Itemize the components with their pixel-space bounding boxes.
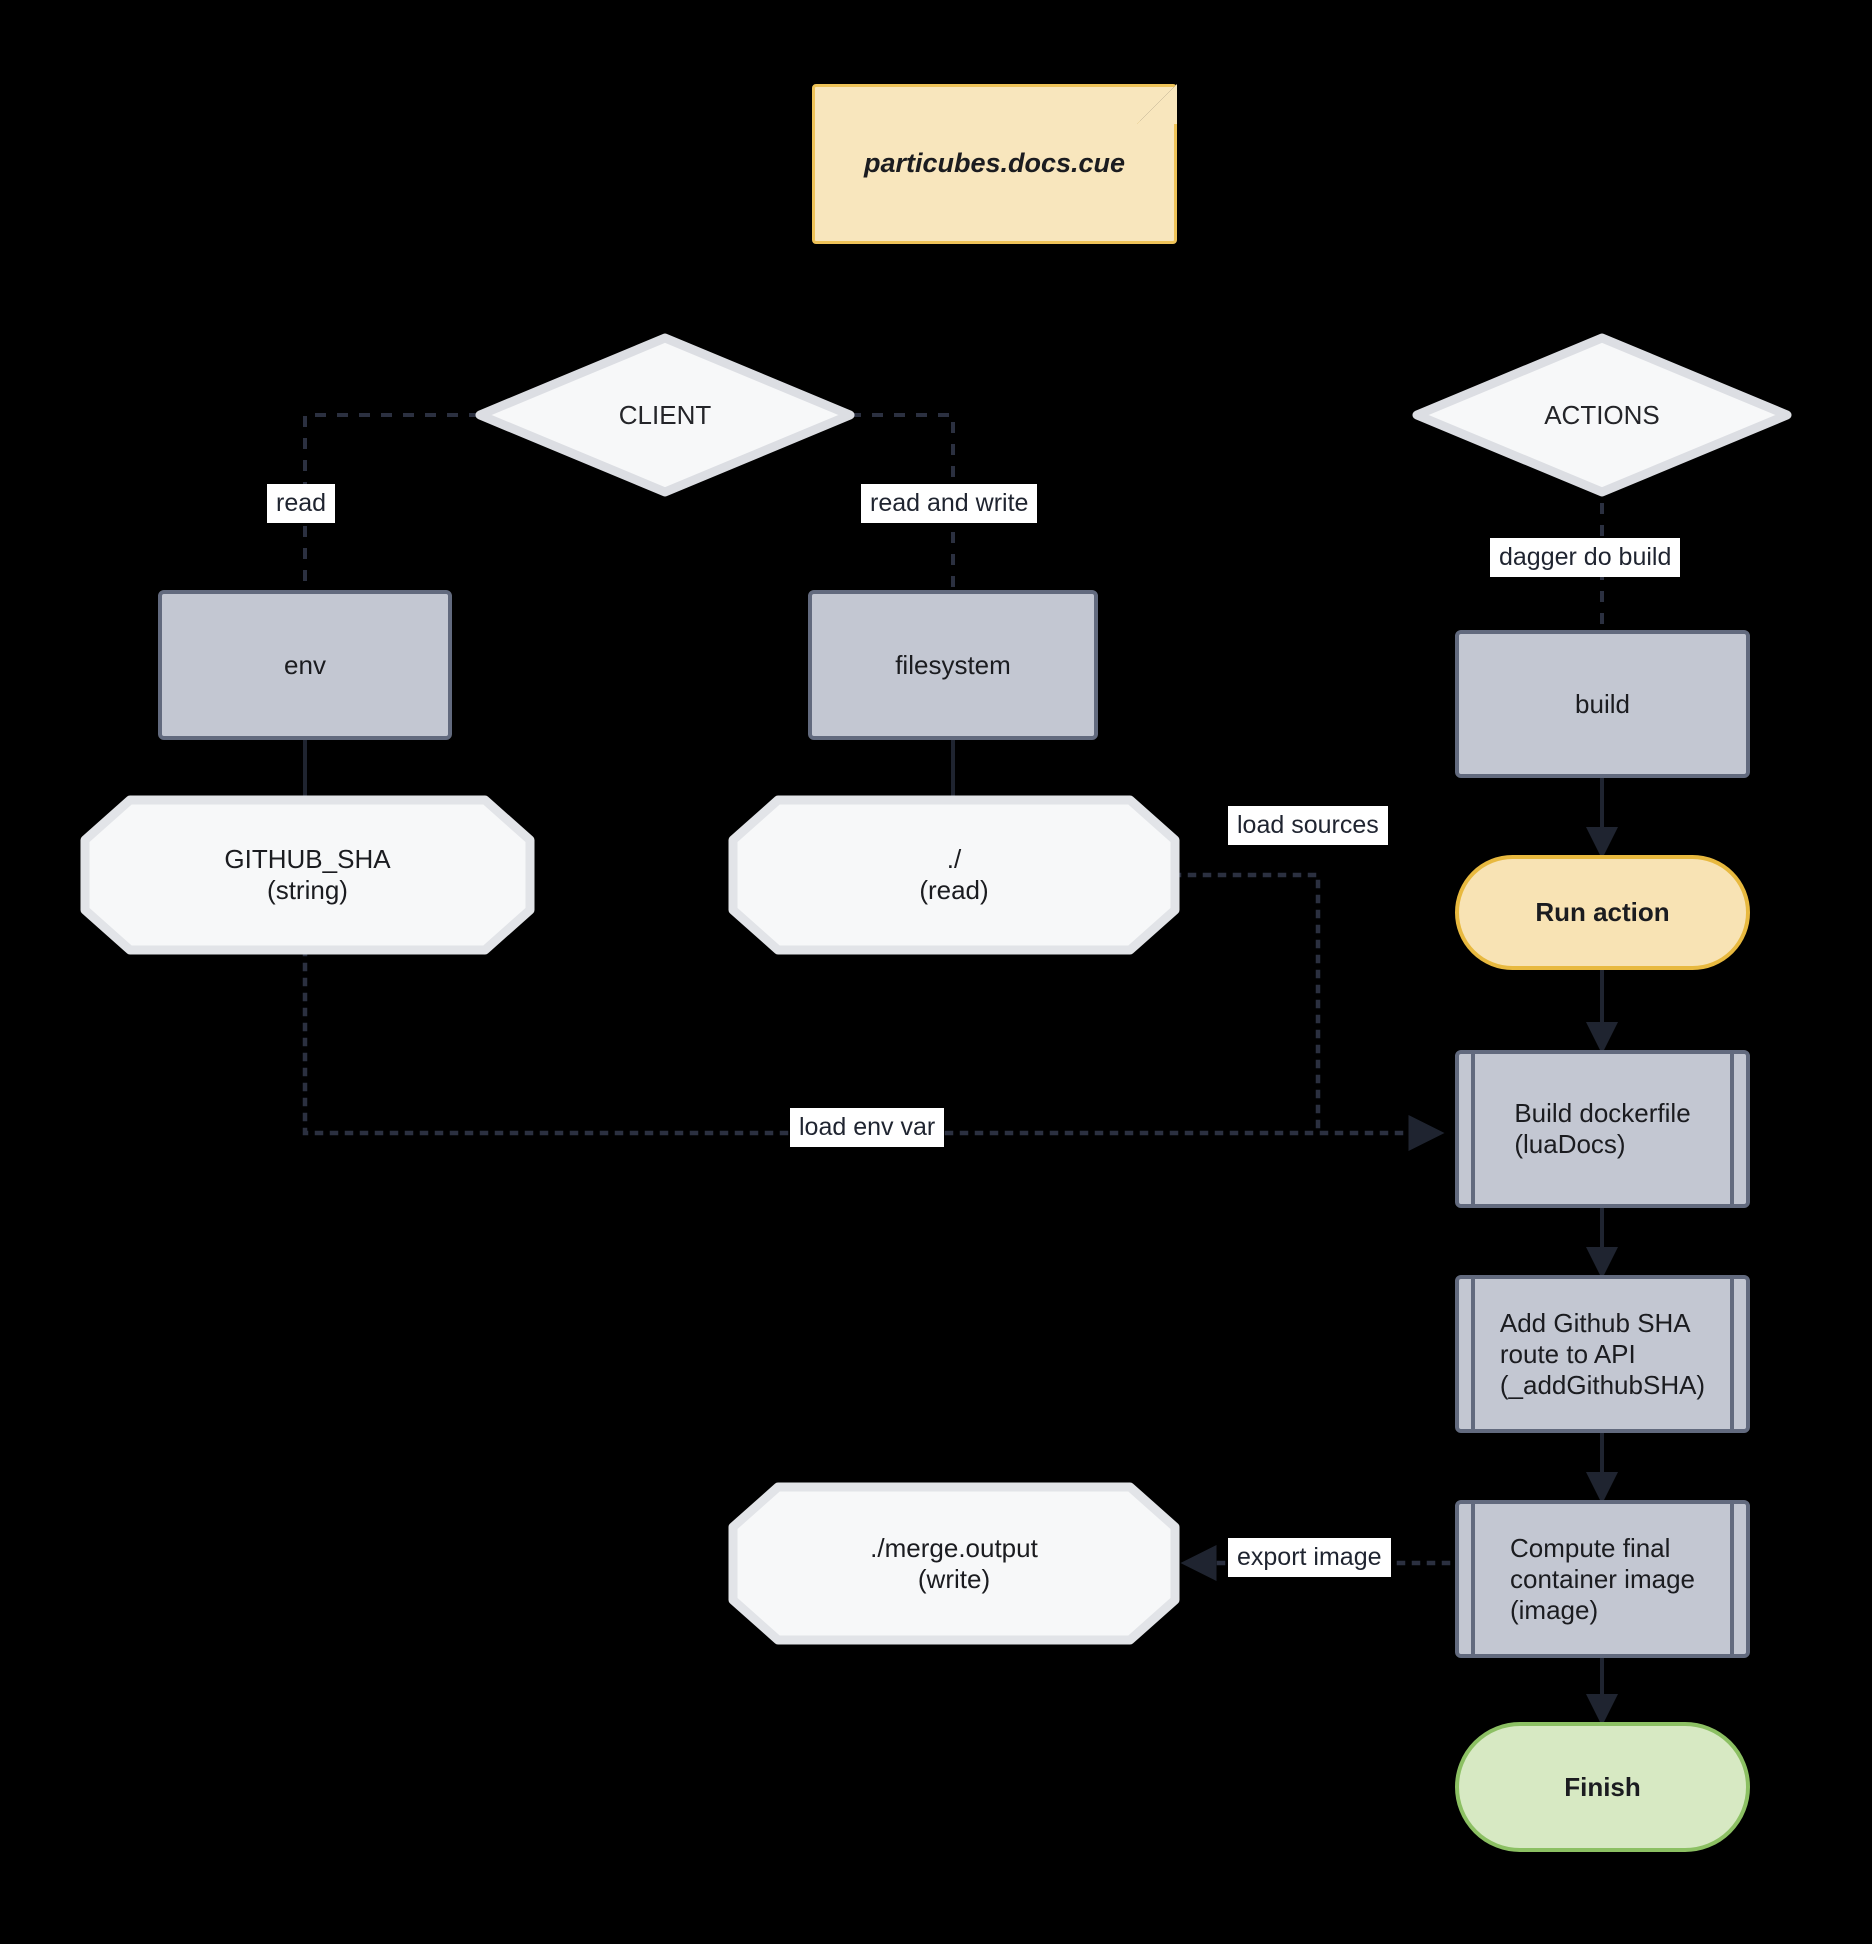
- node-build-dockerfile-label: Build dockerfile (luaDocs): [1481, 1054, 1724, 1204]
- node-note-particubes-docs-cue[interactable]: particubes.docs.cue: [812, 84, 1177, 244]
- edge-label-load-env-var: load env var: [790, 1108, 945, 1148]
- node-merge-output-label: ./merge.output (write): [733, 1487, 1175, 1640]
- node-merge-output-line1: ./merge.output: [870, 1532, 1038, 1563]
- edge-label-export-image: export image: [1228, 1538, 1391, 1578]
- node-actions[interactable]: ACTIONS: [1417, 338, 1787, 492]
- node-finish-label: Finish: [1564, 1771, 1641, 1802]
- node-run-action[interactable]: Run action: [1455, 855, 1750, 970]
- node-dot-read-line1: ./: [946, 844, 962, 874]
- subroutine-bar-right: [1730, 1279, 1734, 1429]
- node-build[interactable]: build: [1455, 630, 1750, 778]
- node-build-dockerfile-line2: (luaDocs): [1514, 1129, 1626, 1159]
- node-build-label: build: [1575, 688, 1630, 719]
- note-label: particubes.docs.cue: [863, 148, 1126, 179]
- edge-label-read-and-write: read and write: [861, 484, 1038, 524]
- node-finish[interactable]: Finish: [1455, 1722, 1750, 1852]
- node-dot-read-label: ./ (read): [733, 800, 1175, 950]
- subroutine-bar-right: [1730, 1054, 1734, 1204]
- node-dot-read[interactable]: ./ (read): [733, 800, 1175, 950]
- edge-label-read: read: [267, 484, 336, 524]
- node-env[interactable]: env: [158, 590, 452, 740]
- node-dot-read-line2: (read): [919, 875, 989, 905]
- node-compute-image-line2: container image: [1510, 1563, 1695, 1594]
- edge-githubsha-builddockerfile: [302, 947, 1445, 1151]
- node-filesystem[interactable]: filesystem: [808, 590, 1098, 740]
- node-add-github-sha-line3: (_addGithubSHA): [1499, 1369, 1706, 1400]
- subroutine-bar-left: [1471, 1054, 1475, 1204]
- subroutine-bar-right: [1730, 1504, 1734, 1654]
- node-run-action-label: Run action: [1535, 897, 1670, 928]
- node-add-github-sha-line2: route to API: [1499, 1338, 1636, 1369]
- node-filesystem-label: filesystem: [895, 649, 1011, 680]
- node-merge-output[interactable]: ./merge.output (write): [733, 1487, 1175, 1640]
- subroutine-bar-left: [1471, 1504, 1475, 1654]
- node-actions-label: ACTIONS: [1544, 399, 1660, 430]
- node-github-sha[interactable]: GITHUB_SHA (string): [85, 800, 530, 950]
- node-compute-image-line3: (image): [1510, 1594, 1599, 1625]
- node-env-label: env: [284, 649, 326, 680]
- edge-label-dagger-do-build: dagger do build: [1490, 538, 1681, 578]
- node-compute-image-label: Compute final container image (image): [1481, 1504, 1724, 1654]
- node-add-github-sha-label: Add Github SHA route to API (_addGithubS…: [1481, 1279, 1724, 1429]
- note-fold-inner: [1137, 84, 1177, 124]
- node-build-dockerfile[interactable]: Build dockerfile (luaDocs): [1455, 1050, 1750, 1208]
- node-github-sha-line1: GITHUB_SHA: [224, 844, 391, 874]
- node-add-github-sha-line1: Add Github SHA: [1499, 1307, 1691, 1338]
- node-build-dockerfile-line1: Build dockerfile: [1514, 1098, 1691, 1128]
- node-client[interactable]: CLIENT: [480, 338, 850, 492]
- subroutine-bar-left: [1471, 1279, 1475, 1429]
- edge-label-load-sources: load sources: [1228, 806, 1388, 846]
- node-compute-image-line1: Compute final: [1510, 1532, 1671, 1563]
- node-github-sha-line2: (string): [267, 875, 348, 905]
- node-add-github-sha[interactable]: Add Github SHA route to API (_addGithubS…: [1455, 1275, 1750, 1433]
- node-github-sha-label: GITHUB_SHA (string): [85, 800, 530, 950]
- node-client-label: CLIENT: [618, 399, 712, 430]
- node-compute-image[interactable]: Compute final container image (image): [1455, 1500, 1750, 1658]
- node-merge-output-line2: (write): [917, 1563, 991, 1594]
- edge-dotread-builddockerfile: [1172, 872, 1321, 1136]
